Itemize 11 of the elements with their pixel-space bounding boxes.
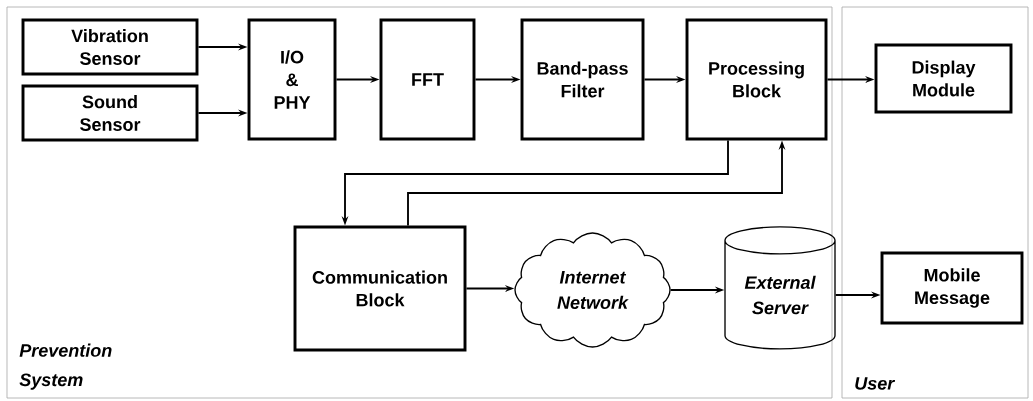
block-box: Band-pass Filter xyxy=(520,18,645,141)
block-box: Communication Block xyxy=(293,225,467,352)
server-cylinder: External Server xyxy=(724,226,836,350)
block-box: Display Module xyxy=(874,43,1013,114)
block-box: Sound Sensor xyxy=(21,84,199,142)
block-box: Mobile Message xyxy=(880,251,1024,325)
block-box: FFT xyxy=(379,18,476,141)
block-box: I/O & PHY xyxy=(247,18,337,141)
block-box: Processing Block xyxy=(685,18,828,141)
network-cloud: Internet Network xyxy=(514,232,671,348)
block-box: Vibration Sensor xyxy=(21,18,199,76)
